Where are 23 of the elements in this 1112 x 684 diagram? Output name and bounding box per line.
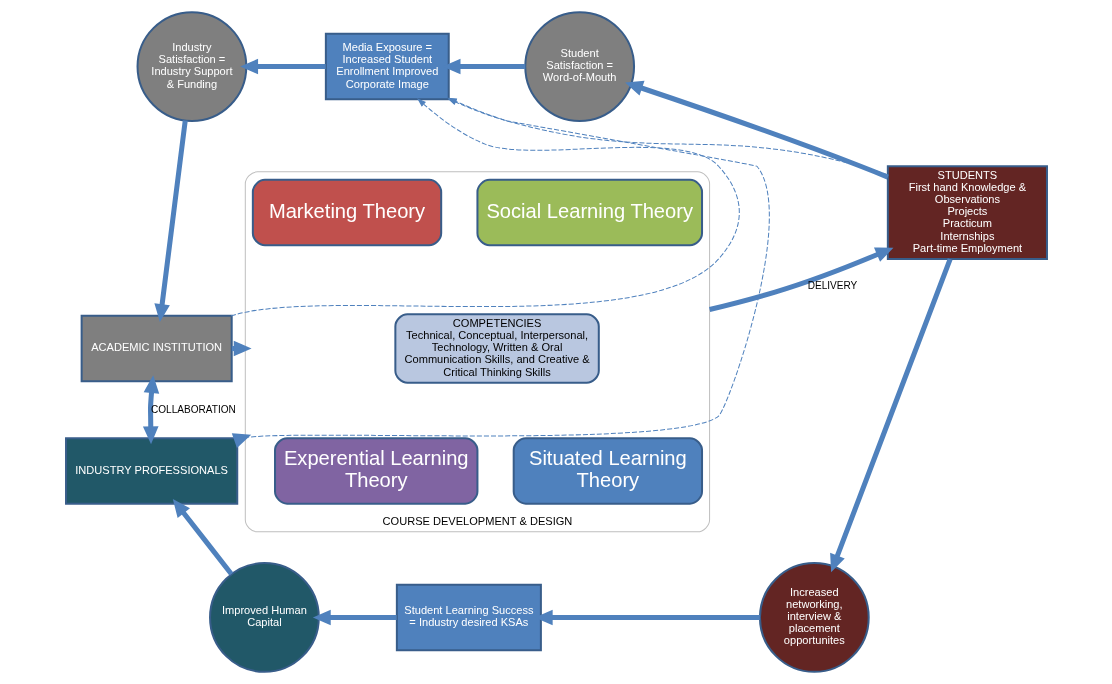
edge-label: DELIVERY (807, 280, 857, 292)
node-box: STUDENTS First hand Knowledge & Observations Projects Practicum Internships Part-time Employment (886, 165, 1048, 260)
node-box: COMPETENCIES Technical, Conceptual, Interpersonal, Technology, Written & Oral Communication Skills, and Creative & Critical Thinking Skills (393, 313, 600, 384)
arrow (708, 247, 893, 312)
arrow (312, 609, 397, 626)
arrow (829, 258, 952, 573)
arrow (231, 433, 251, 448)
node-box: Student Learning Success = Industry desired KSAs (395, 583, 542, 652)
arrow (142, 375, 159, 445)
node-box: Marketing Theory (251, 178, 442, 247)
node-box: Experential Learning Theory (273, 437, 478, 505)
node-box: Social Learning Theory (475, 178, 703, 247)
node-circle: Improved Human Capital (208, 562, 320, 673)
arrow (239, 58, 326, 75)
arrow (172, 499, 233, 576)
node-circle: Student Satisfaction = Word-of-Mouth (523, 11, 635, 122)
node-box: Situated Learning Theory (512, 437, 703, 505)
node-circle: Increased networking, interview & placement opportunites (758, 562, 870, 673)
node-circle: Industry Satisfaction = Industry Support & Funding (136, 11, 247, 122)
arrow (153, 120, 188, 322)
node-box: ACADEMIC INSTITUTION (80, 314, 233, 383)
node-box: Media Exposure = Increased Student Enrollment Improved Corporate Image (324, 32, 450, 101)
arrow (624, 80, 889, 180)
